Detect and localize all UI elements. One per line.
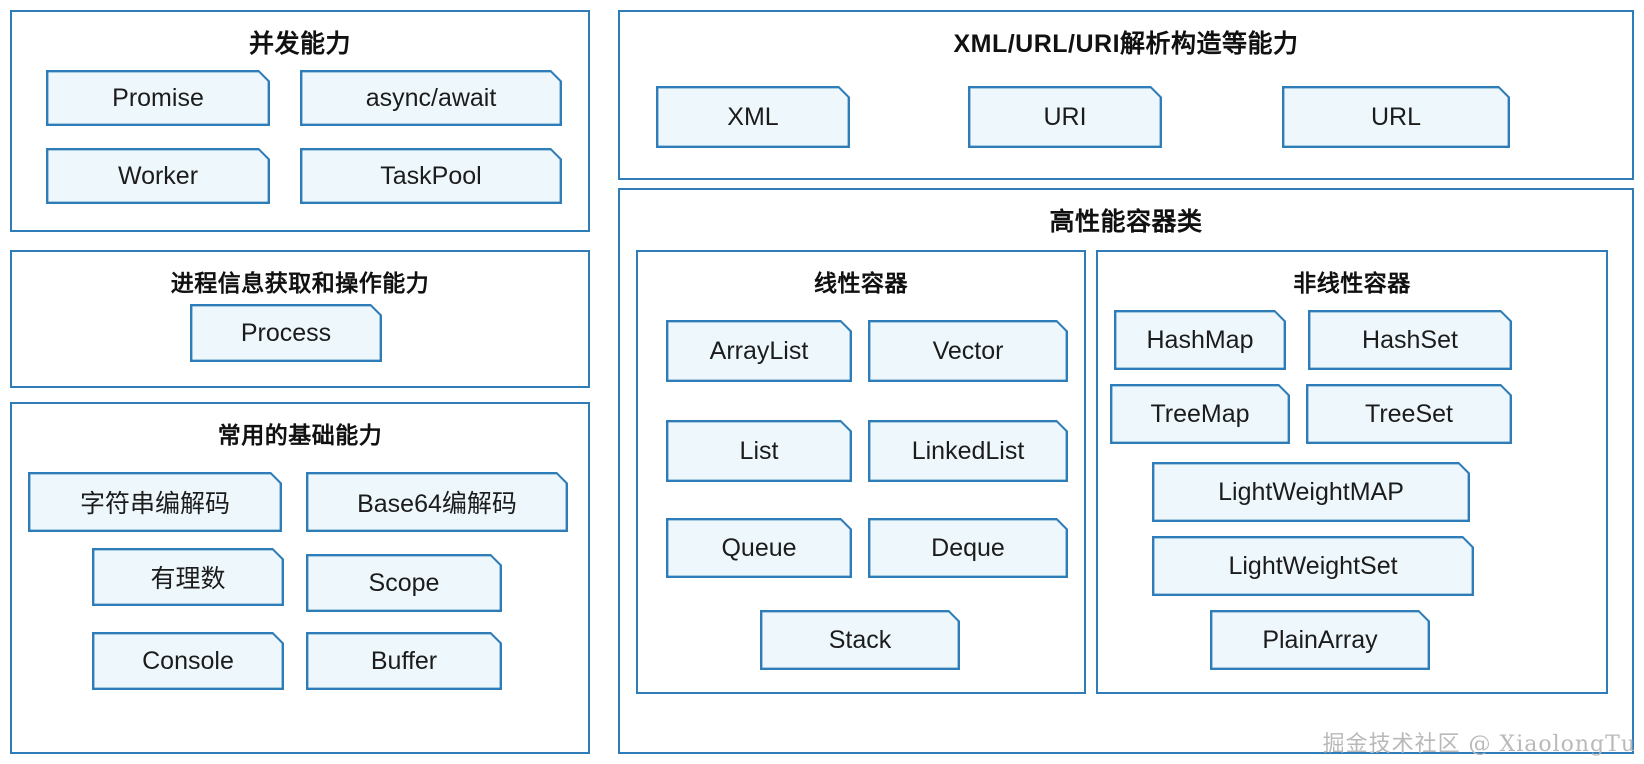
- node-label: Console: [142, 646, 234, 675]
- node-label: Queue: [721, 533, 797, 562]
- node-label: Vector: [932, 336, 1004, 365]
- node-label: Deque: [931, 533, 1005, 562]
- node-label: HashSet: [1362, 325, 1458, 354]
- node-hashset[interactable]: HashSet: [1308, 310, 1512, 370]
- node-async-await[interactable]: async/await: [300, 70, 562, 126]
- panel-title-linear-containers: 线性容器: [814, 270, 908, 296]
- node-label: Worker: [117, 161, 199, 190]
- node-vector[interactable]: Vector: [868, 320, 1068, 382]
- node-plainarray[interactable]: PlainArray: [1210, 610, 1430, 670]
- node-label: TaskPool: [380, 161, 482, 190]
- node-label: LinkedList: [911, 436, 1025, 465]
- node-label: Scope: [368, 568, 440, 597]
- node-base64-codec[interactable]: Base64编解码: [306, 472, 568, 532]
- node-promise[interactable]: Promise: [46, 70, 270, 126]
- node-treemap[interactable]: TreeMap: [1110, 384, 1290, 444]
- node-taskpool[interactable]: TaskPool: [300, 148, 562, 204]
- node-label: 有理数: [150, 565, 226, 593]
- panel-title-nonlinear-containers: 非线性容器: [1293, 270, 1411, 296]
- node-list[interactable]: List: [666, 420, 852, 482]
- node-label: Base64编解码: [357, 490, 517, 518]
- node-label: Buffer: [370, 646, 438, 675]
- node-label: PlainArray: [1262, 625, 1378, 654]
- node-process[interactable]: Process: [190, 304, 382, 362]
- watermark: 掘金技术社区 @ XiaolongTu: [1322, 732, 1636, 757]
- panel-title-concurrency: 并发能力: [248, 30, 351, 58]
- node-label: URI: [1043, 102, 1087, 131]
- node-stack[interactable]: Stack: [760, 610, 960, 670]
- node-label: TreeMap: [1150, 399, 1250, 428]
- node-hashmap[interactable]: HashMap: [1114, 310, 1286, 370]
- node-rational-number[interactable]: 有理数: [92, 548, 284, 606]
- node-label: 字符串编解码: [79, 490, 230, 518]
- panel-title-process-info: 进程信息获取和操作能力: [170, 270, 430, 296]
- node-lightweightset[interactable]: LightWeightSet: [1152, 536, 1474, 596]
- node-arraylist[interactable]: ArrayList: [666, 320, 852, 382]
- node-treeset[interactable]: TreeSet: [1306, 384, 1512, 444]
- node-label: Promise: [112, 83, 204, 112]
- node-label: Stack: [828, 625, 892, 654]
- node-lightweightmap[interactable]: LightWeightMAP: [1152, 462, 1470, 522]
- node-deque[interactable]: Deque: [868, 518, 1068, 578]
- node-label: LightWeightMAP: [1218, 477, 1404, 506]
- node-scope[interactable]: Scope: [306, 554, 502, 612]
- node-label: List: [739, 436, 779, 465]
- node-label: ArrayList: [709, 336, 809, 365]
- node-label: TreeSet: [1364, 399, 1453, 428]
- node-uri[interactable]: URI: [968, 86, 1162, 148]
- node-linkedlist[interactable]: LinkedList: [868, 420, 1068, 482]
- node-console[interactable]: Console: [92, 632, 284, 690]
- panel-title-high-performance-containers: 高性能容器类: [1049, 208, 1203, 236]
- node-label: XML: [727, 102, 779, 131]
- node-label: HashMap: [1146, 325, 1254, 354]
- panel-title-common-basics: 常用的基础能力: [217, 422, 383, 448]
- node-url[interactable]: URL: [1282, 86, 1510, 148]
- node-label: Process: [240, 318, 332, 347]
- node-label: async/await: [365, 83, 497, 112]
- panel-title-xml-url-uri: XML/URL/URI解析构造等能力: [953, 30, 1299, 58]
- node-buffer[interactable]: Buffer: [306, 632, 502, 690]
- node-xml[interactable]: XML: [656, 86, 850, 148]
- node-worker[interactable]: Worker: [46, 148, 270, 204]
- node-queue[interactable]: Queue: [666, 518, 852, 578]
- node-label: URL: [1370, 102, 1421, 131]
- node-label: LightWeightSet: [1228, 551, 1398, 580]
- node-string-codec[interactable]: 字符串编解码: [28, 472, 282, 532]
